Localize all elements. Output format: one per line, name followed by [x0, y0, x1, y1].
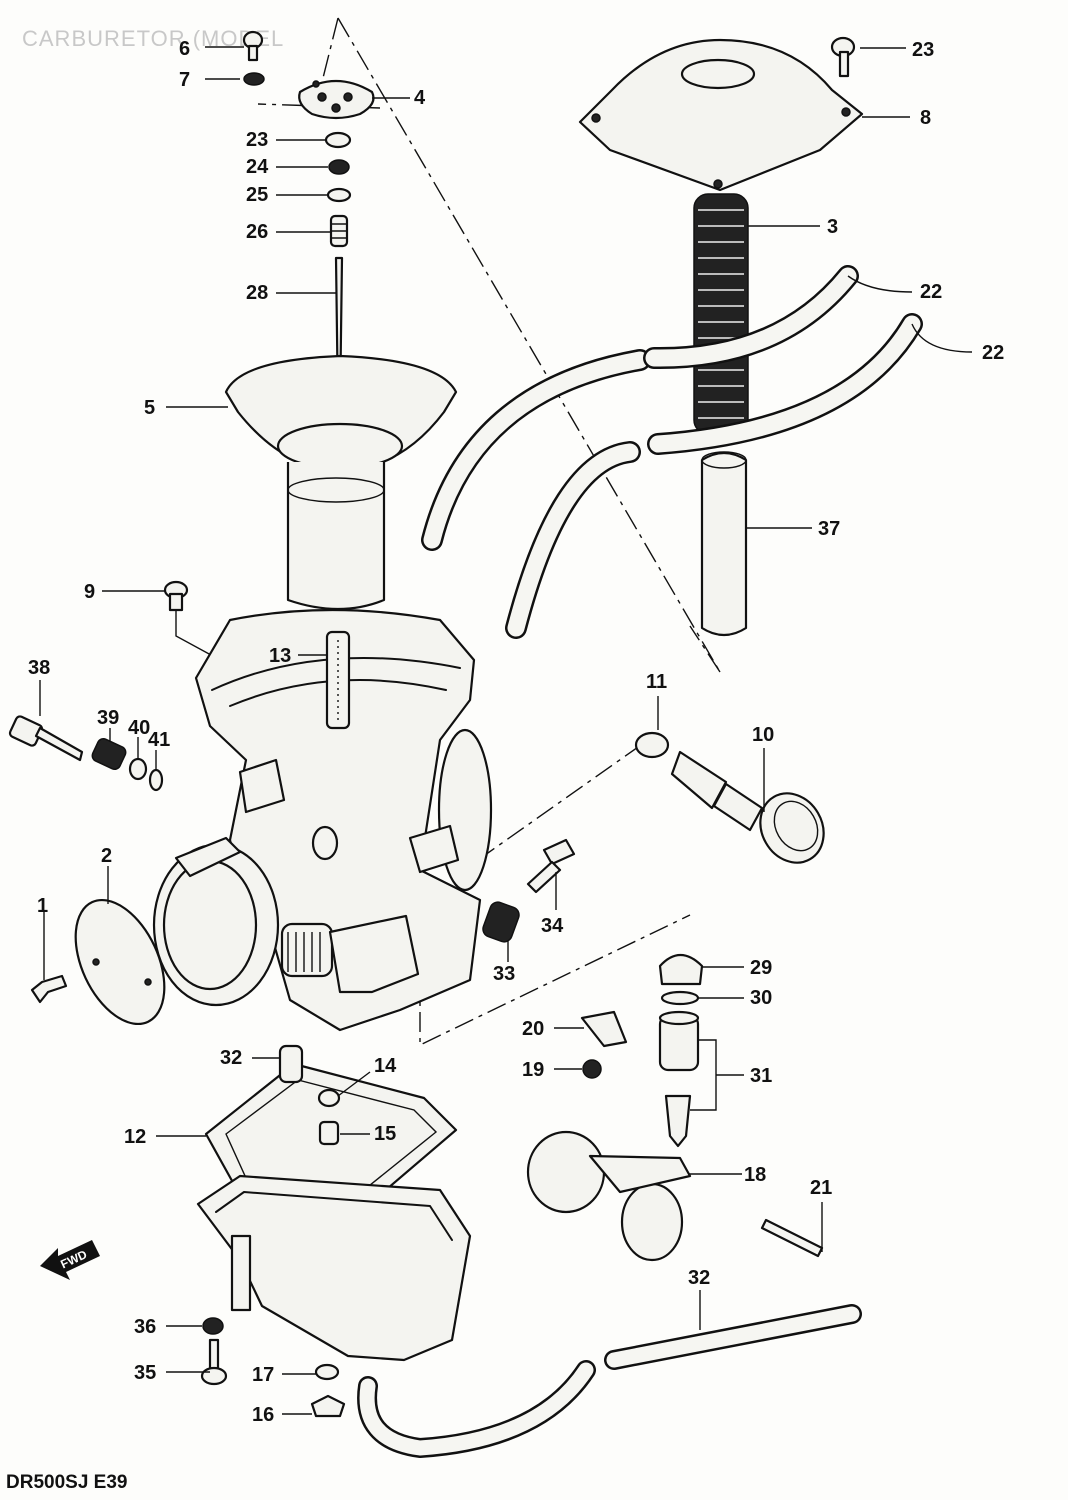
- callout-5: 5: [144, 397, 155, 419]
- callout-22-lower: 22: [982, 342, 1004, 364]
- callout-21: 21: [810, 1177, 832, 1199]
- callout-4: 4: [414, 87, 426, 109]
- plug-32: [278, 1044, 304, 1084]
- spring-34: [482, 901, 520, 943]
- spring-3: [693, 193, 749, 435]
- callout-22-upper: 22: [920, 281, 942, 303]
- choke-plunger-10: [670, 750, 825, 864]
- callout-36: 35: [134, 1362, 156, 1384]
- callout-17: 17: [252, 1364, 274, 1386]
- callout-20: 20: [522, 1018, 544, 1040]
- callout-39: 38: [28, 657, 50, 679]
- screw-1: [30, 974, 68, 1004]
- screw-6: [242, 30, 264, 62]
- callout-29: 29: [750, 957, 772, 979]
- callout-42: 41: [148, 729, 170, 751]
- cap-29: [658, 953, 704, 986]
- diaphragm-5: [224, 354, 458, 472]
- screw-23: [830, 36, 856, 78]
- top-chamber-cover-8: [578, 38, 864, 192]
- drain-screw-16: [310, 1394, 346, 1418]
- float-bowl: [196, 1174, 472, 1362]
- callout-10: 10: [752, 724, 774, 746]
- callout-31: 31: [750, 1065, 772, 1087]
- cover-2: [74, 898, 166, 1026]
- callout-24: 23: [246, 129, 268, 151]
- oring-11: [634, 731, 670, 759]
- callout-28: 28: [246, 282, 268, 304]
- forward-arrow-icon: FWD: [40, 1240, 100, 1280]
- piston-slide: [286, 462, 386, 611]
- screw-36: [200, 1338, 228, 1386]
- callout-40: 39: [97, 707, 119, 729]
- washer-37: [202, 1317, 224, 1335]
- callout-38: 37: [818, 518, 840, 540]
- callout-32: 32: [220, 1047, 242, 1069]
- callout-30: 30: [750, 987, 772, 1009]
- callout-16: 16: [252, 1404, 274, 1426]
- oring-14: [317, 1088, 341, 1108]
- callout-26: 25: [246, 184, 268, 206]
- washer-41: [128, 757, 148, 781]
- part-26: [326, 187, 352, 203]
- leader-lines: [39, 46, 973, 1415]
- screw-39: [8, 715, 84, 762]
- spring-40: [91, 738, 127, 770]
- callout-8: 8: [920, 107, 931, 129]
- oring-42: [148, 768, 164, 792]
- spring-27: [329, 214, 349, 248]
- washer-7: [243, 72, 265, 86]
- needle-jet-13: [325, 630, 351, 730]
- callout-19: 19: [522, 1059, 544, 1081]
- callout-41: 40: [128, 717, 150, 739]
- callout-6: 6: [179, 38, 190, 60]
- carburetor-body: [152, 608, 493, 1032]
- callout-3: 3: [827, 216, 838, 238]
- callout-23: 23: [912, 39, 934, 61]
- callout-37: 36: [134, 1316, 156, 1338]
- tube-38: [700, 451, 748, 637]
- top-cover-plate: [298, 80, 375, 120]
- drain-hose-33: [357, 1304, 862, 1459]
- callout-35: 34: [541, 915, 564, 937]
- washer-17: [314, 1363, 340, 1381]
- callout-2: 2: [101, 845, 112, 867]
- callout-34: 33: [493, 963, 515, 985]
- callout-13: 13: [269, 645, 291, 667]
- footer-model-code: DR500SJ E39: [6, 1472, 127, 1493]
- needle-valve-31: [658, 1010, 700, 1148]
- callout-12: 12: [124, 1126, 146, 1148]
- clip-20: [580, 1010, 628, 1048]
- hose-22-pair: [421, 265, 923, 639]
- part-25: [328, 159, 350, 175]
- callout-9: 9: [84, 581, 95, 603]
- part-24: [324, 131, 352, 149]
- callout-14: 14: [374, 1055, 397, 1077]
- screw-35: [526, 838, 576, 894]
- callout-27: 26: [246, 221, 268, 243]
- pin-21: [760, 1218, 824, 1258]
- main-jet-15: [318, 1120, 340, 1146]
- body-throttle-spring: [280, 922, 334, 978]
- callout-18: 18: [744, 1164, 766, 1186]
- screw-19: [582, 1059, 602, 1079]
- callout-25: 24: [246, 156, 269, 178]
- washer-30: [660, 990, 700, 1006]
- callout-33: 32: [688, 1267, 710, 1289]
- callout-labels: 6 7 4 23 24 25 26 28 5 9 13 38 39 40 41 …: [28, 38, 1004, 1426]
- float-18: [526, 1130, 692, 1262]
- callout-11: 11: [646, 671, 667, 693]
- callout-15: 15: [374, 1123, 396, 1145]
- callout-7: 7: [179, 69, 190, 91]
- callout-1: 1: [37, 895, 48, 917]
- screw-9: [163, 580, 189, 612]
